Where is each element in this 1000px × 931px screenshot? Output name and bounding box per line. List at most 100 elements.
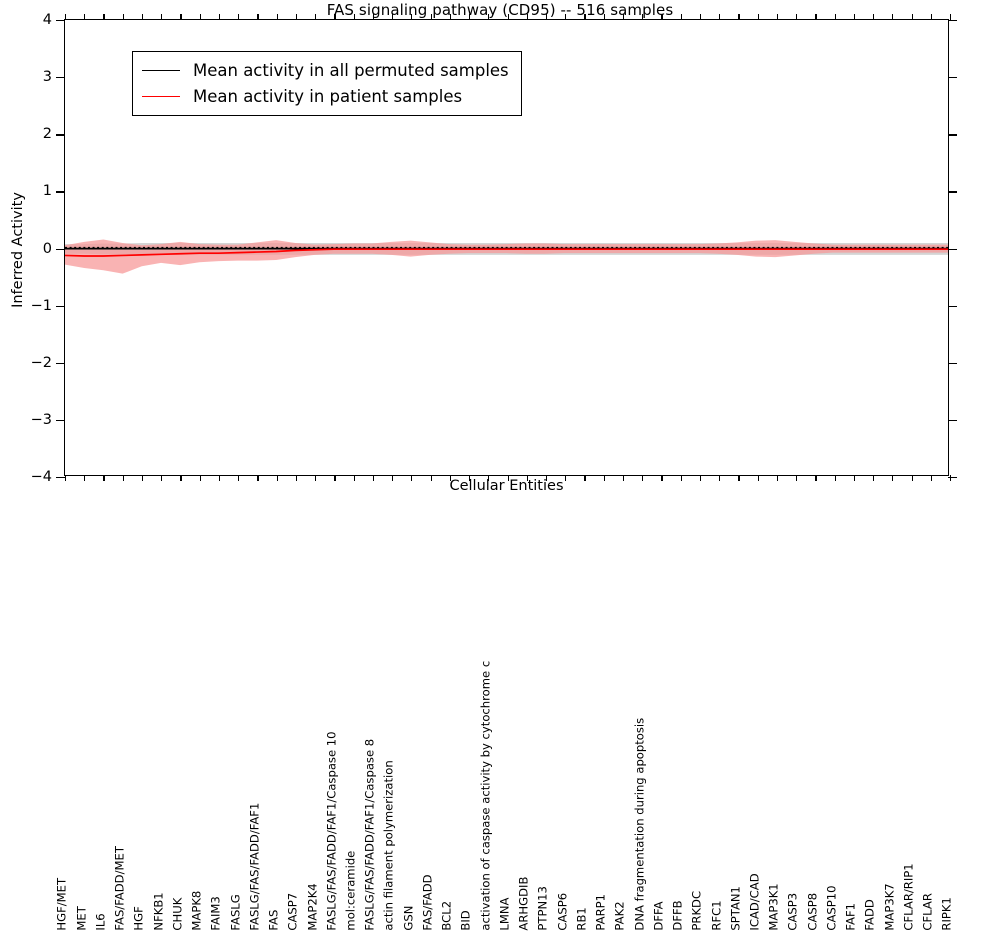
x-tick-mark-top — [950, 14, 951, 20]
legend-label-patient: Mean activity in patient samples — [193, 87, 462, 106]
x-category-label: FADD — [865, 900, 877, 931]
x-tick-mark-top — [738, 14, 739, 20]
x-tick-mark-top — [142, 14, 143, 20]
x-tick-mark-top — [508, 14, 509, 20]
x-tick-mark-top — [257, 14, 258, 20]
y-tick-label: −4 — [31, 469, 52, 485]
y-tick-mark — [56, 363, 65, 364]
chart-title: FAS signaling pathway (CD95) -- 516 samp… — [0, 1, 1000, 19]
y-tick-mark-right — [948, 306, 957, 307]
x-category-label: SPTAN1 — [730, 886, 742, 931]
y-tick-mark — [56, 420, 65, 421]
y-tick-label: 0 — [43, 241, 52, 257]
x-category-label: activation of caspase activity by cytoch… — [480, 661, 492, 931]
x-tick-mark-top — [527, 14, 528, 20]
x-category-label: CFLAR — [923, 894, 935, 931]
x-category-label: RB1 — [576, 908, 588, 931]
x-category-label: actin filament polymerization — [384, 761, 396, 931]
x-category-label: MAP3K1 — [769, 884, 781, 931]
legend-item-permuted: Mean activity in all permuted samples — [142, 57, 509, 83]
x-category-label: CASP6 — [557, 893, 569, 931]
y-tick-mark — [56, 306, 65, 307]
x-tick-mark-top — [719, 14, 720, 20]
x-category-label: CASP8 — [807, 893, 819, 931]
x-tick-mark-top — [623, 14, 624, 20]
x-tick-mark-top — [238, 14, 239, 20]
x-category-label: PRKDC — [692, 891, 704, 931]
y-tick-mark — [56, 249, 65, 250]
x-tick-mark-top — [84, 14, 85, 20]
x-category-label: FAS/FADD — [422, 875, 434, 931]
x-tick-mark-top — [180, 14, 181, 20]
x-tick-mark-top — [161, 14, 162, 20]
y-tick-mark — [56, 77, 65, 78]
legend-swatch-permuted — [142, 70, 180, 71]
x-tick-mark-top — [373, 14, 374, 20]
x-tick-mark-top — [296, 14, 297, 20]
x-category-label: PAK2 — [615, 902, 627, 931]
x-tick-mark-top — [546, 14, 547, 20]
x-tick-mark-top — [796, 14, 797, 20]
y-tick-mark-right — [948, 77, 957, 78]
x-category-label: DNA fragmentation during apoptosis — [634, 718, 646, 931]
y-tick-mark-right — [948, 249, 957, 250]
figure: FAS signaling pathway (CD95) -- 516 samp… — [0, 0, 1000, 500]
patient-band-group — [65, 240, 948, 274]
x-tick-mark — [950, 475, 951, 481]
y-tick-mark — [56, 191, 65, 192]
x-tick-mark-top — [912, 14, 913, 20]
x-category-label: FASLG — [230, 895, 242, 931]
x-tick-mark-top — [354, 14, 355, 20]
y-tick-mark-right — [948, 134, 957, 135]
x-tick-mark-top — [411, 14, 412, 20]
x-tick-mark-top — [854, 14, 855, 20]
x-category-label: MAP3K7 — [884, 884, 896, 931]
x-category-label: FAIM3 — [211, 897, 223, 931]
y-tick-mark-right — [948, 363, 957, 364]
x-tick-mark-top — [642, 14, 643, 20]
x-tick-mark-top — [450, 14, 451, 20]
x-category-label: NFKB1 — [153, 893, 165, 931]
x-category-label: FASLG/FAS/FADD/FAF1/Caspase 10 — [326, 732, 338, 931]
x-tick-mark-top — [892, 14, 893, 20]
x-category-label: FAF1 — [846, 903, 858, 931]
x-category-label: RIPK1 — [942, 898, 954, 931]
x-tick-mark-top — [200, 14, 201, 20]
y-tick-mark — [56, 20, 65, 21]
x-category-label: GSN — [403, 906, 415, 931]
x-category-label: ICAD/CAD — [749, 874, 761, 931]
x-category-label: CASP3 — [788, 893, 800, 931]
x-tick-mark-top — [873, 14, 874, 20]
x-tick-mark-top — [681, 14, 682, 20]
x-tick-mark-top — [392, 14, 393, 20]
x-category-label: MET — [76, 907, 88, 931]
y-tick-label: 3 — [43, 69, 52, 85]
x-category-label: BCL2 — [442, 901, 454, 931]
x-category-label: DFFB — [672, 901, 684, 931]
x-tick-mark-top — [661, 14, 662, 20]
x-category-label: FAS/FADD/MET — [115, 846, 127, 931]
y-tick-label: 4 — [43, 12, 52, 28]
x-category-label: HGF — [134, 907, 146, 931]
x-tick-mark-top — [584, 14, 585, 20]
y-tick-mark-right — [948, 420, 957, 421]
x-tick-mark-top — [123, 14, 124, 20]
y-tick-label: −1 — [31, 298, 52, 314]
x-category-label: PTPN13 — [538, 887, 550, 931]
x-tick-mark-top — [758, 14, 759, 20]
x-tick-mark-top — [277, 14, 278, 20]
x-category-label: ARHGDIB — [519, 877, 531, 931]
x-tick-mark-top — [835, 14, 836, 20]
x-tick-mark-top — [219, 14, 220, 20]
y-axis-title: Inferred Activity — [10, 150, 26, 350]
x-category-label: FAS — [268, 910, 280, 931]
y-tick-label: 1 — [43, 183, 52, 199]
x-category-label: CHUK — [172, 898, 184, 931]
y-tick-mark — [56, 134, 65, 135]
x-tick-mark-top — [565, 14, 566, 20]
x-tick-mark-top — [103, 14, 104, 20]
x-category-label: LMNA — [499, 898, 511, 931]
x-tick-mark-top — [700, 14, 701, 20]
x-tick-mark-top — [604, 14, 605, 20]
